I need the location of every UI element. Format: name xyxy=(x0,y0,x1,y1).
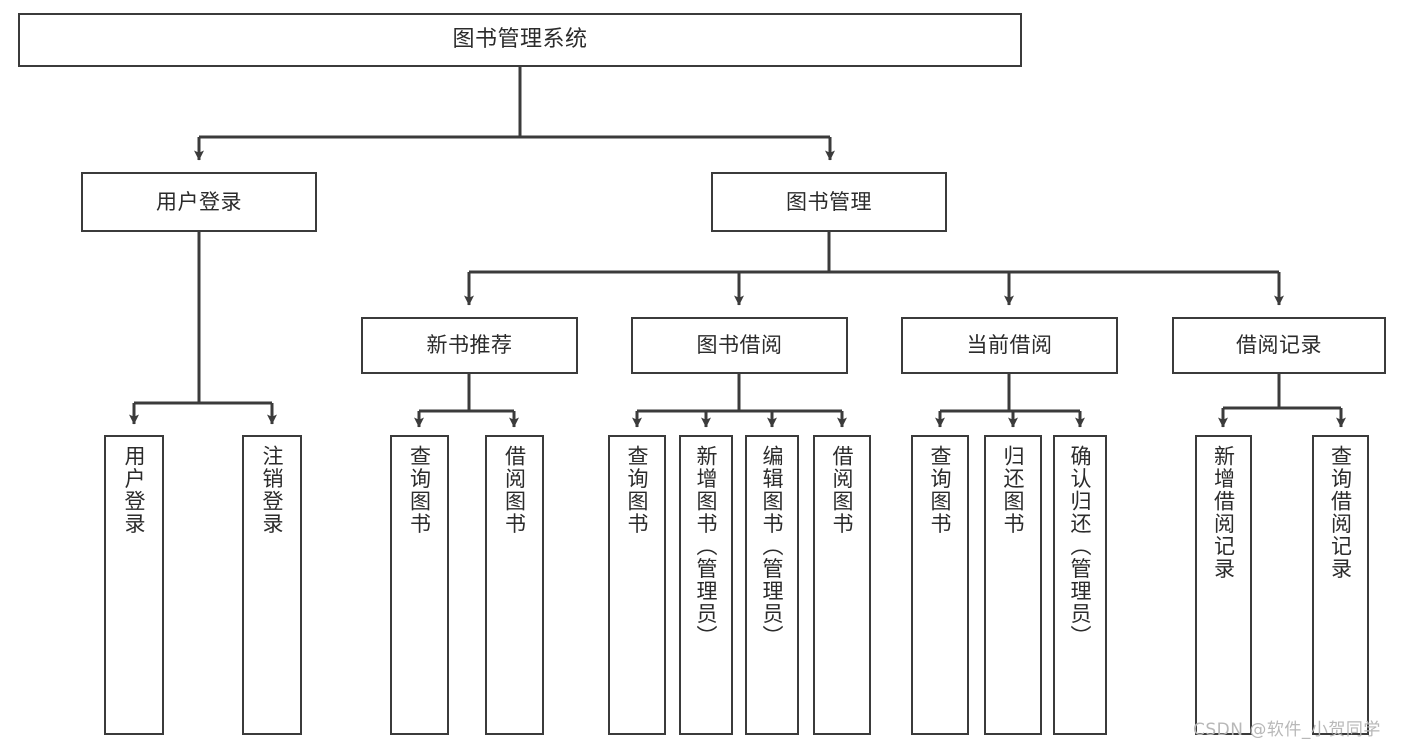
node-current-borrow-label: 当前借阅 xyxy=(966,333,1053,358)
connector-bookborrow-to-leaves xyxy=(632,374,847,428)
node-leaf-query-book-2[interactable]: 查询图书 xyxy=(608,435,666,735)
node-leaf-user-logout-label: 注销登录 xyxy=(260,445,285,535)
node-leaf-query-record-label: 查询借阅记录 xyxy=(1328,445,1353,580)
node-leaf-borrow-book-2-label: 借阅图书 xyxy=(830,445,855,535)
node-current-borrow[interactable]: 当前借阅 xyxy=(901,317,1118,374)
node-leaf-confirm-return-label: 确认归还（管理员） xyxy=(1068,445,1093,648)
connector-newbook-to-leaves xyxy=(414,374,519,428)
node-root[interactable]: 图书管理系统 xyxy=(18,13,1022,67)
node-leaf-add-book-label: 新增图书（管理员） xyxy=(694,445,719,648)
node-leaf-confirm-return[interactable]: 确认归还（管理员） xyxy=(1053,435,1107,735)
node-leaf-user-logout[interactable]: 注销登录 xyxy=(242,435,302,735)
node-book-borrow-label: 图书借阅 xyxy=(696,333,783,358)
node-borrow-record[interactable]: 借阅记录 xyxy=(1172,317,1386,374)
node-leaf-return-book[interactable]: 归还图书 xyxy=(984,435,1042,735)
node-leaf-edit-book[interactable]: 编辑图书（管理员） xyxy=(745,435,799,735)
node-new-book-rec-label: 新书推荐 xyxy=(426,333,513,358)
node-leaf-user-login[interactable]: 用户登录 xyxy=(104,435,164,735)
node-leaf-add-record[interactable]: 新增借阅记录 xyxy=(1195,435,1252,735)
connector-currentborrow-to-leaves xyxy=(935,374,1085,428)
connector-bookmanage-to-level2 xyxy=(464,232,1284,306)
node-leaf-edit-book-label: 编辑图书（管理员） xyxy=(760,445,785,648)
connector-borrowrecord-to-leaves xyxy=(1218,374,1346,428)
node-book-manage-label: 图书管理 xyxy=(786,189,872,214)
node-new-book-rec[interactable]: 新书推荐 xyxy=(361,317,578,374)
node-leaf-query-book-1-label: 查询图书 xyxy=(407,445,432,535)
node-root-label: 图书管理系统 xyxy=(452,27,588,53)
node-leaf-query-book-1[interactable]: 查询图书 xyxy=(390,435,449,735)
node-leaf-query-book-2-label: 查询图书 xyxy=(625,445,650,535)
node-leaf-add-record-label: 新增借阅记录 xyxy=(1211,445,1236,580)
node-leaf-query-record[interactable]: 查询借阅记录 xyxy=(1312,435,1369,735)
node-leaf-borrow-book-2[interactable]: 借阅图书 xyxy=(813,435,871,735)
watermark: CSDN @软件_小贺同学 xyxy=(1193,720,1381,740)
node-leaf-borrow-book-1-label: 借阅图书 xyxy=(502,445,527,535)
node-user-login[interactable]: 用户登录 xyxy=(81,172,317,232)
node-book-borrow[interactable]: 图书借阅 xyxy=(631,317,848,374)
connector-userlogin-to-leaves xyxy=(129,232,277,425)
node-leaf-user-login-label: 用户登录 xyxy=(122,445,147,535)
node-user-login-label: 用户登录 xyxy=(156,189,242,214)
connector-root-to-level1 xyxy=(194,67,835,161)
node-leaf-add-book[interactable]: 新增图书（管理员） xyxy=(679,435,733,735)
node-borrow-record-label: 借阅记录 xyxy=(1236,333,1322,358)
node-leaf-query-book-3[interactable]: 查询图书 xyxy=(911,435,969,735)
node-book-manage[interactable]: 图书管理 xyxy=(711,172,947,232)
node-leaf-return-book-label: 归还图书 xyxy=(1001,445,1026,535)
node-leaf-query-book-3-label: 查询图书 xyxy=(928,445,953,535)
node-leaf-borrow-book-1[interactable]: 借阅图书 xyxy=(485,435,544,735)
